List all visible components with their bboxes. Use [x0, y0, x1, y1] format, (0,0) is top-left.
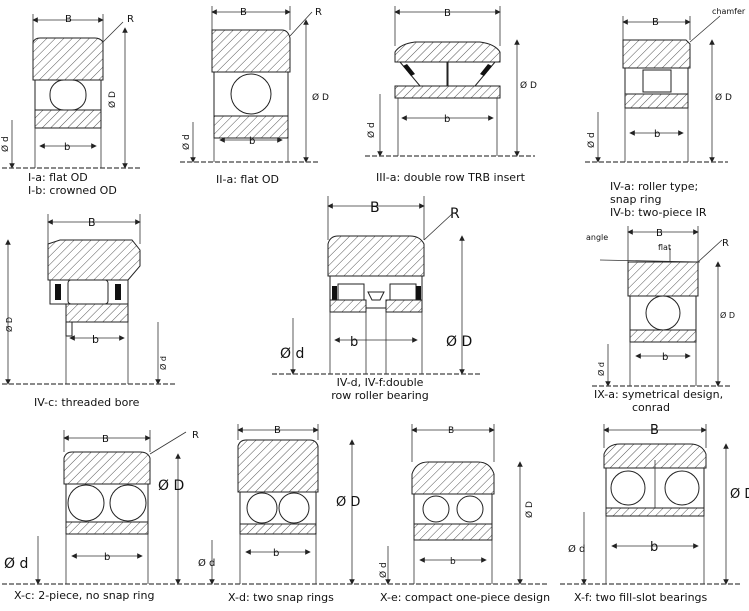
dim-b-narrow-10: b [450, 557, 456, 567]
dim-outer-11: Ø D [730, 487, 749, 502]
caption-iv-c: IV-c: threaded bore [34, 396, 140, 409]
caption-x-f: X-f: two fill-slot bearings [574, 591, 708, 604]
dim-b-wide-2: B [240, 7, 247, 18]
dim-b-wide-1: B [65, 14, 72, 25]
bearing-x-d: B b Ø D Ø d [198, 424, 372, 585]
caption-iv-d: IV-d, IV-f:double [336, 376, 424, 389]
bearing-iii-a: B b Ø D Ø d [365, 6, 537, 157]
flat-label: flat [658, 243, 671, 252]
dim-b-narrow-7: b [662, 352, 668, 363]
dim-inner-8: Ø d [4, 556, 28, 572]
dim-r-7: R [722, 238, 729, 249]
bearing-iv-d: B b R Ø D Ø d [272, 196, 480, 375]
angle-label: angle [586, 233, 608, 242]
dim-inner-6: Ø d [280, 346, 304, 362]
dim-outer-9: Ø D [336, 495, 360, 510]
bearing-x-c: B b R Ø D Ø d [2, 430, 200, 585]
dim-r-2: R [315, 7, 322, 18]
bearing-x-f: B b Ø D Ø d [560, 423, 749, 585]
caption-iv-a-2: snap ring [610, 193, 662, 206]
caption-i-a: I-a: flat OD [28, 171, 88, 184]
dim-inner-3: Ø d [366, 122, 377, 138]
dim-b-narrow-5: b [92, 333, 99, 346]
caption-iv-b: IV-b: two-piece IR [610, 206, 707, 219]
caption-i-b: I-b: crowned OD [28, 184, 117, 197]
dim-inner-10: Ø d [378, 562, 389, 578]
dim-inner-11: Ø d [568, 543, 585, 555]
dim-inner-7: Ø d [596, 362, 606, 376]
dim-outer-6: Ø D [446, 334, 472, 350]
dim-b-narrow-11: b [650, 540, 658, 555]
dim-b-wide-5: B [88, 216, 96, 229]
bearing-i-a: B b R Ø D Ø d [0, 14, 142, 169]
dim-outer-3: Ø D [520, 80, 537, 91]
dim-b-narrow-6: b [350, 335, 358, 350]
dim-r-6: R [450, 206, 460, 222]
dim-b-wide-4: B [652, 17, 659, 28]
dim-r-8: R [192, 430, 199, 441]
dim-outer-10: Ø D [524, 501, 535, 518]
dim-b-wide-7: B [656, 228, 663, 239]
chamfer-label: chamfer [712, 7, 746, 16]
dim-outer-4: Ø D [715, 92, 732, 103]
dim-b-wide-9: B [274, 425, 281, 436]
dim-b-wide-8: B [102, 434, 109, 445]
caption-iv-a: IV-a: roller type; [610, 180, 699, 193]
caption-x-c: X-c: 2-piece, no snap ring [14, 589, 155, 602]
caption-iii-a: III-a: double row TRB insert [376, 171, 525, 184]
dim-b-wide-3: B [444, 8, 451, 19]
dim-b-narrow-2: b [249, 136, 255, 147]
dim-b-narrow-1: b [64, 142, 70, 153]
dim-inner-4: Ø d [586, 132, 597, 148]
dim-outer-1: Ø D [107, 91, 118, 108]
dim-outer-8: Ø D [158, 478, 184, 494]
dim-r-1: R [127, 14, 134, 25]
bearing-ix-a: B b R angle flat Ø D Ø d [586, 226, 735, 387]
dim-outer-7: Ø D [720, 310, 735, 320]
caption-ii-a: II-a: flat OD [216, 173, 280, 186]
dim-b-narrow-3: b [444, 114, 450, 125]
caption-x-e: X-e: compact one-piece design [380, 591, 551, 604]
dim-inner-2: Ø d [181, 134, 192, 150]
dim-b-narrow-9: b [273, 548, 279, 559]
bearing-x-e: B b Ø D Ø d [374, 424, 548, 585]
caption-x-d: X-d: two snap rings [228, 591, 334, 604]
dim-b-narrow-8: b [104, 552, 110, 563]
dim-b-narrow-4: b [654, 129, 660, 140]
dim-outer-2: Ø D [312, 92, 329, 103]
caption-iv-d-2: row roller bearing [331, 389, 429, 402]
caption-ix-a-2: conrad [632, 401, 670, 414]
caption-ix-a: IX-a: symetrical design, [594, 388, 724, 401]
dim-inner-9: Ø d [198, 557, 215, 569]
dim-inner-5: Ø d [158, 356, 168, 370]
dim-b-wide-6: B [370, 200, 380, 216]
dim-b-wide-10: B [448, 426, 454, 436]
bearing-ii-a: B b R Ø D Ø d [180, 6, 329, 163]
dim-outer-5: Ø D [4, 317, 14, 332]
dim-b-wide-11: B [650, 423, 659, 438]
bearing-iv-a: B b chamfer Ø D Ø d [585, 7, 746, 163]
bearing-iv-c: B b Ø D Ø d [2, 214, 176, 385]
dim-inner-1: Ø d [0, 136, 11, 152]
